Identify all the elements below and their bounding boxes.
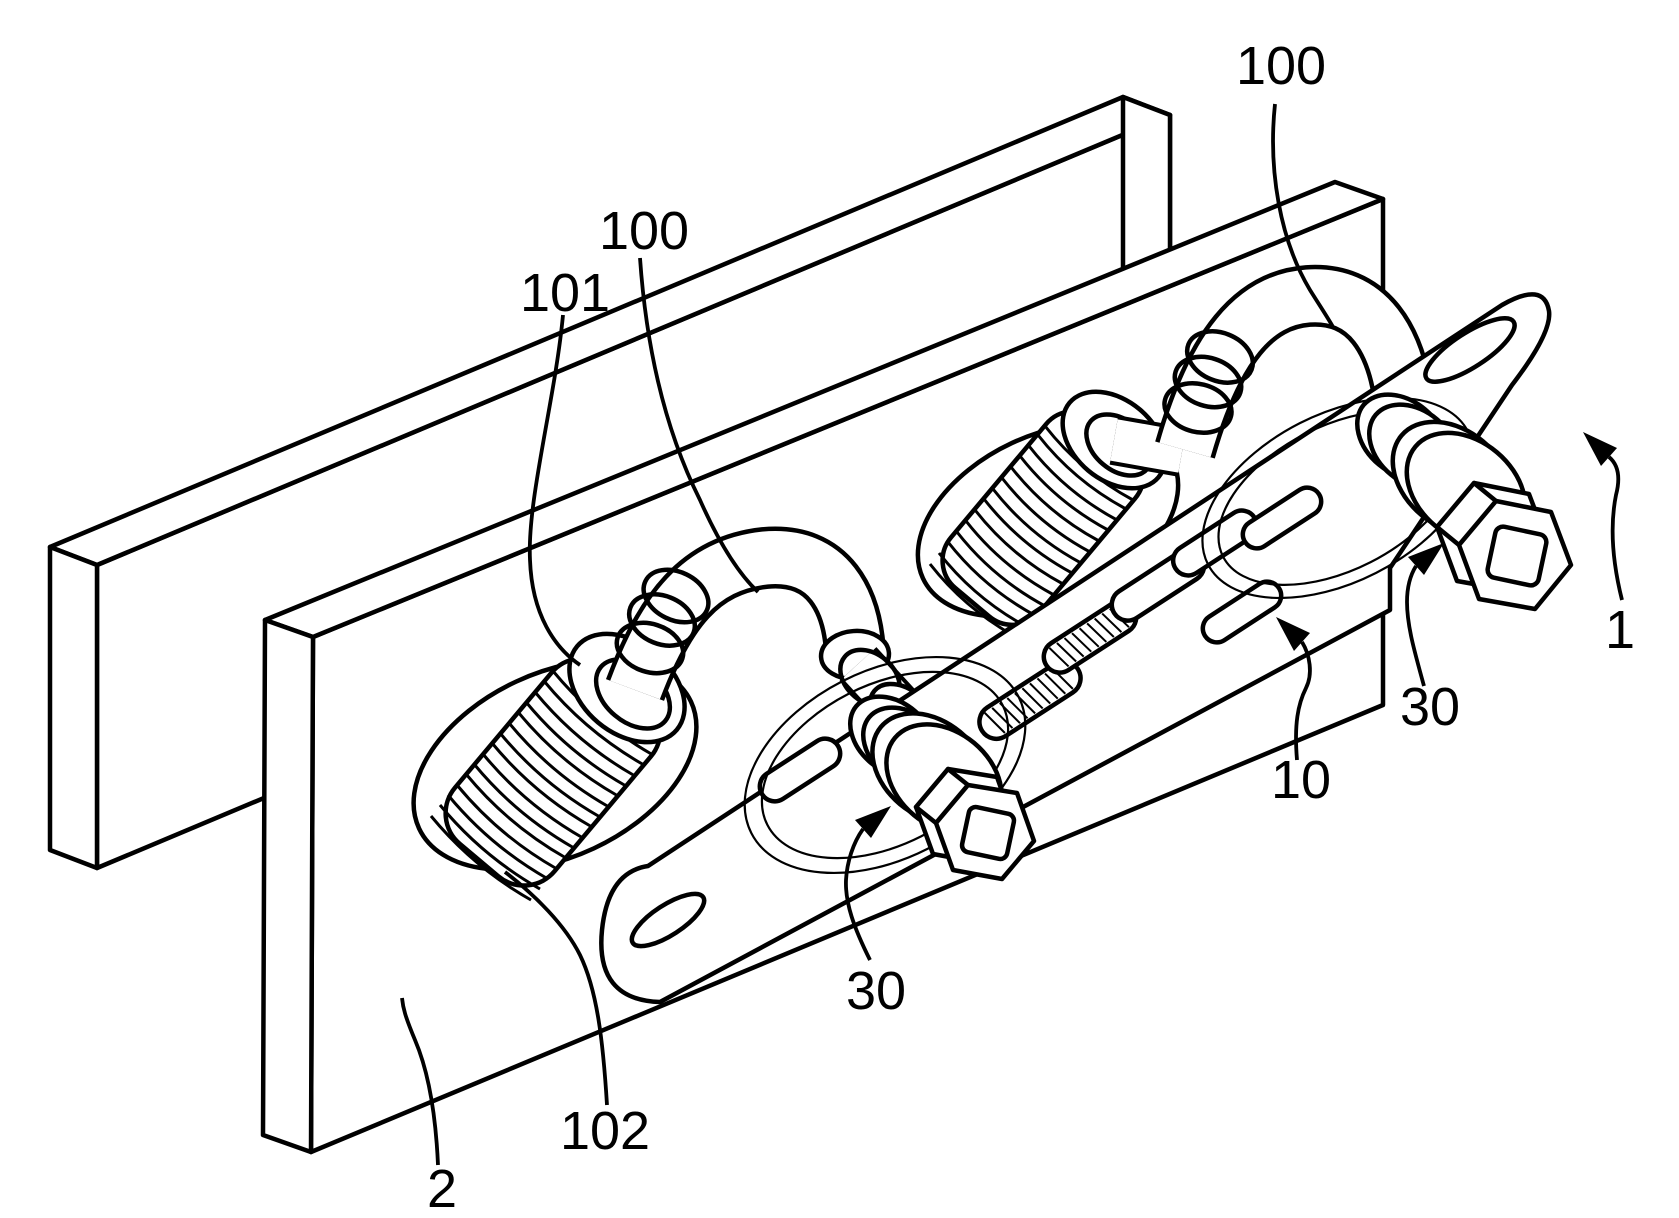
reference-labels: 100 100 101 1 30 10 30 102 2 bbox=[427, 36, 1635, 1218]
arrowhead-1 bbox=[1583, 432, 1617, 466]
upper-hex-edge-2 bbox=[1471, 480, 1499, 504]
ref-label-2: 2 bbox=[427, 1159, 457, 1218]
leader-100-mid bbox=[638, 257, 760, 594]
right-neck-body bbox=[1110, 419, 1186, 473]
ref-label-101: 101 bbox=[520, 263, 610, 323]
plate-slot-3-hatch bbox=[1048, 607, 1130, 668]
leader-2 bbox=[400, 997, 440, 1166]
leader-102 bbox=[503, 870, 609, 1106]
terminal-plate bbox=[599, 292, 1552, 1005]
lower-hex-recess bbox=[959, 804, 1017, 862]
plate-right-tip-hole bbox=[1423, 316, 1517, 384]
lower-washer-trace bbox=[743, 655, 1027, 875]
left-elbow-rib-1 bbox=[614, 620, 686, 676]
left-elbow-rib-2 bbox=[626, 592, 698, 648]
arrowhead-10 bbox=[1276, 617, 1310, 651]
ref-label-30-upper: 30 bbox=[1400, 677, 1460, 737]
upper-hex-edge-1 bbox=[1434, 524, 1462, 548]
left-elbow-rib-3 bbox=[641, 567, 711, 625]
leader-30-lower bbox=[844, 827, 872, 961]
leader-lines bbox=[400, 103, 1624, 1166]
right-elbow-rib-2 bbox=[1172, 354, 1244, 410]
lower-hex-edge-2 bbox=[945, 766, 971, 788]
ref-label-30-lower: 30 bbox=[846, 961, 906, 1021]
front-plate-left-end-face bbox=[260, 617, 316, 1155]
left-stud-thread-lines bbox=[429, 670, 654, 902]
ref-label-100-top: 100 bbox=[1236, 36, 1326, 96]
leader-10 bbox=[1294, 641, 1312, 761]
arrowhead-30-lower bbox=[855, 806, 891, 838]
back-plate-left-end-face bbox=[47, 544, 100, 871]
right-stud-thread-lines bbox=[928, 425, 1134, 640]
ref-label-10: 10 bbox=[1271, 750, 1331, 810]
right-elbow-rib-3 bbox=[1184, 329, 1256, 385]
leader-101 bbox=[527, 314, 582, 667]
upper-hex-recess bbox=[1485, 524, 1549, 588]
leader-30-upper bbox=[1405, 564, 1426, 687]
leader-1 bbox=[1607, 455, 1624, 601]
plate-slot-7 bbox=[1240, 485, 1324, 551]
upper-bolt-assembly bbox=[1355, 392, 1574, 612]
right-elbow-rib-1 bbox=[1162, 381, 1234, 435]
lower-hex-edge-1 bbox=[913, 804, 939, 826]
leader-100-top bbox=[1271, 103, 1335, 328]
ref-label-100-mid: 100 bbox=[599, 201, 689, 261]
left-spring-assembly bbox=[411, 526, 937, 902]
lower-bolt-assembly bbox=[847, 694, 1037, 882]
arrowhead-30-upper bbox=[1408, 543, 1444, 575]
ref-label-1: 1 bbox=[1605, 600, 1635, 660]
right-elbow-pipe-body bbox=[1159, 269, 1433, 458]
plate-left-end-hole bbox=[629, 891, 707, 949]
ref-label-102: 102 bbox=[560, 1101, 650, 1161]
